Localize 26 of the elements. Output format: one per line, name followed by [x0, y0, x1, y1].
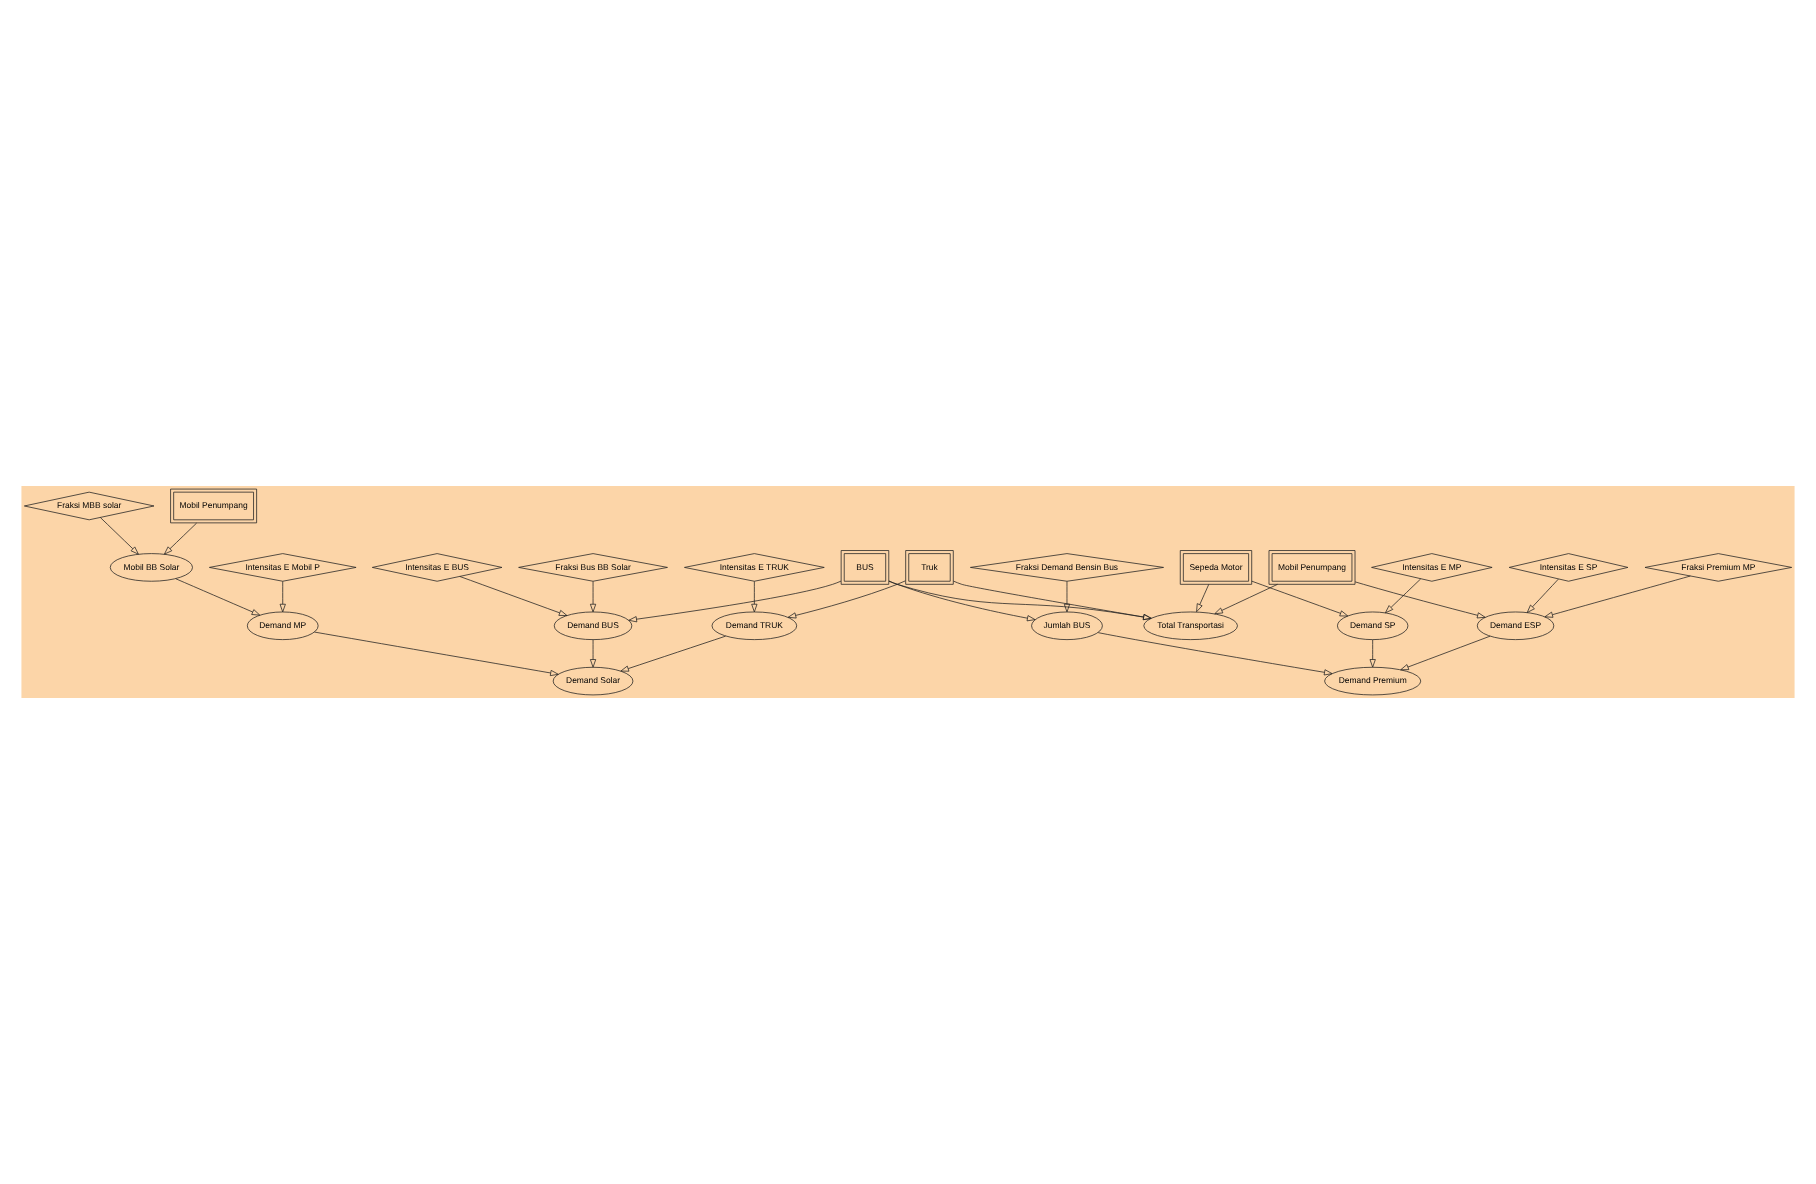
arrow: [314, 631, 559, 677]
arrow: [589, 639, 597, 668]
arrow: [751, 581, 758, 613]
arrow: [1251, 580, 1349, 617]
arrow: [1369, 639, 1376, 668]
arrow: [99, 517, 139, 555]
arrow: [953, 580, 1152, 621]
arrow: [888, 580, 1036, 622]
arrow: [1063, 581, 1071, 613]
arrow: [1526, 578, 1559, 613]
arrow: [589, 581, 597, 613]
arrow: [888, 580, 1152, 621]
arrow: [175, 578, 261, 616]
arrow: [1385, 578, 1422, 614]
arrow: [1097, 632, 1333, 676]
arrow: [620, 635, 726, 672]
arrow: [1544, 575, 1691, 618]
arrow: [787, 580, 906, 619]
arrow: [628, 580, 842, 623]
arrow: [1196, 583, 1210, 613]
arrow: [1214, 583, 1278, 615]
arrow: [459, 576, 568, 616]
arrow: [164, 522, 197, 555]
arrow: [1354, 581, 1486, 619]
arrow: [279, 581, 286, 613]
arrow: [1400, 635, 1491, 671]
